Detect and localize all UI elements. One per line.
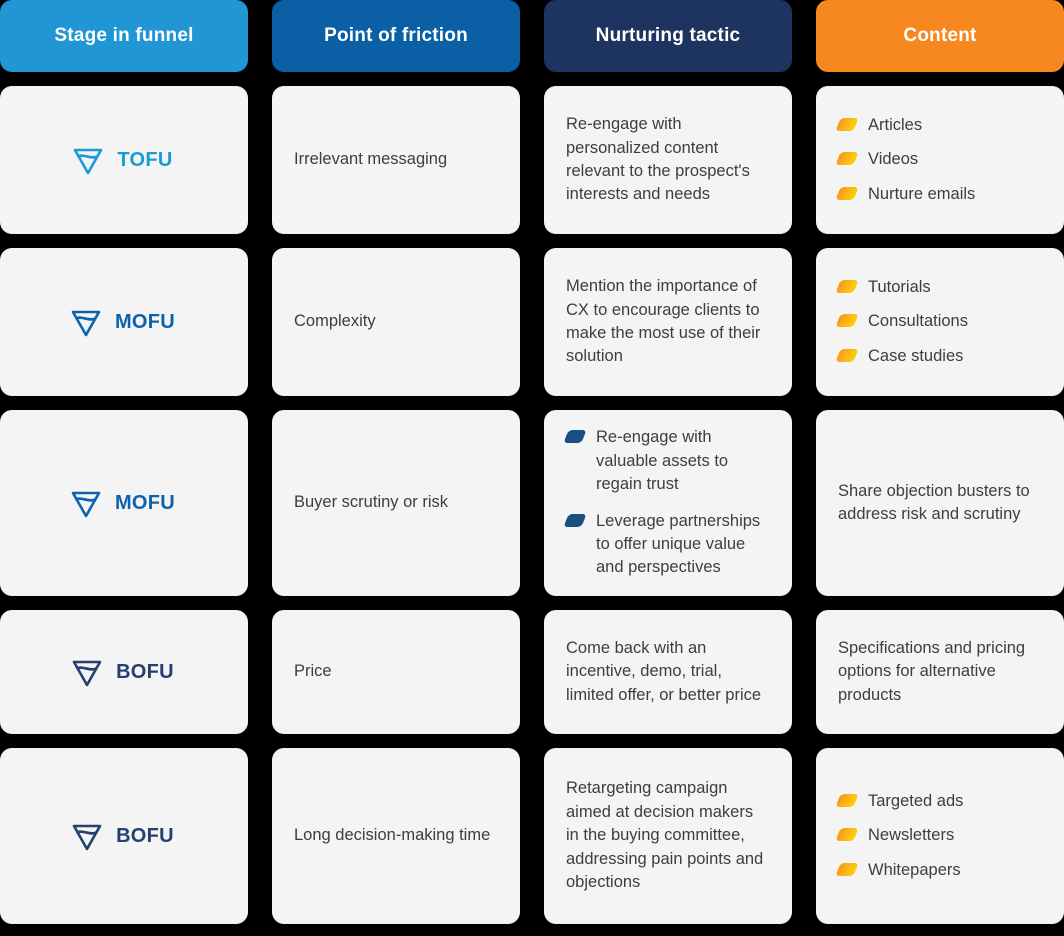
stage-label: MOFU	[114, 310, 176, 333]
table-cell-content: Share objection busters to address risk …	[816, 410, 1064, 596]
list-item: Re-engage with valuable assets to regain…	[563, 426, 770, 496]
orange-leaf-bullet-icon	[835, 793, 859, 807]
content-bullet-list: Tutorials Consultations Case studies	[835, 276, 1042, 368]
list-item-label: Nurture emails	[868, 184, 976, 203]
orange-leaf-bullet-icon	[835, 152, 859, 166]
table-cell-nurturing-tactic: Mention the importance of CX to encourag…	[544, 248, 792, 396]
funnel-wave-path	[75, 497, 97, 502]
list-item-label: Re-engage with valuable assets to regain…	[596, 428, 729, 494]
table-row: BOFU	[0, 610, 248, 734]
funnel-wave-path	[76, 830, 98, 835]
funnel-outline-path	[72, 824, 102, 851]
content-bullet-list: Articles Videos Nurture emails	[835, 114, 1042, 206]
table-cell-point-of-friction: Complexity	[272, 248, 520, 396]
stage-label: TOFU	[117, 148, 173, 171]
table-cell-point-of-friction: Price	[272, 610, 520, 734]
funnel-outline-path	[71, 491, 101, 518]
list-item: Targeted ads	[835, 790, 1042, 813]
list-item-label: Targeted ads	[868, 791, 964, 810]
list-item-label: Case studies	[868, 346, 964, 365]
funnel-icon	[71, 143, 105, 177]
list-item: Nurture emails	[835, 183, 1042, 206]
funnel-icon	[69, 486, 103, 520]
content-text: Share objection busters to address risk …	[838, 481, 1030, 523]
stage-label: BOFU	[116, 660, 174, 683]
list-item: Consultations	[835, 310, 1042, 333]
table-cell-content: Articles Videos Nurture emails	[816, 86, 1064, 234]
list-item: Case studies	[835, 345, 1042, 368]
table-row: MOFU	[0, 410, 248, 596]
list-item-label: Videos	[868, 150, 919, 169]
friction-text: Price	[294, 662, 332, 681]
table-row: BOFU	[0, 748, 248, 924]
table-row: MOFU	[0, 248, 248, 396]
table-cell-nurturing-tactic: Re-engage with valuable assets to regain…	[544, 410, 792, 596]
column-header-label: Stage in funnel	[54, 25, 194, 46]
table-cell-content: Specifications and pricing options for a…	[816, 610, 1064, 734]
column-header-point-of-friction: Point of friction	[272, 0, 520, 72]
blue-leaf-bullet-icon	[563, 513, 587, 527]
list-item: Whitepapers	[835, 859, 1042, 882]
table-cell-point-of-friction: Buyer scrutiny or risk	[272, 410, 520, 596]
column-header-label: Nurturing tactic	[595, 25, 741, 46]
table-cell-content: Targeted ads Newsletters Whitepapers	[816, 748, 1064, 924]
friction-text: Long decision-making time	[294, 826, 491, 845]
tactic-text: Come back with an incentive, demo, trial…	[566, 638, 762, 704]
table-cell-nurturing-tactic: Come back with an incentive, demo, trial…	[544, 610, 792, 734]
orange-leaf-bullet-icon	[835, 348, 859, 362]
list-item: Videos	[835, 148, 1042, 171]
table-cell-point-of-friction: Long decision-making time	[272, 748, 520, 924]
table-cell-point-of-friction: Irrelevant messaging	[272, 86, 520, 234]
funnel-outline-path	[72, 660, 102, 687]
funnel-wave-path	[76, 666, 98, 671]
column-header-nurturing-tactic: Nurturing tactic	[544, 0, 792, 72]
list-item-label: Whitepapers	[868, 860, 961, 879]
funnel-outline-path	[71, 310, 101, 337]
blue-leaf-bullet-icon	[563, 430, 587, 444]
orange-leaf-bullet-icon	[835, 279, 859, 293]
list-item: Tutorials	[835, 276, 1042, 299]
content-text: Specifications and pricing options for a…	[838, 638, 1026, 704]
stage-label: BOFU	[116, 824, 174, 847]
funnel-icon	[69, 305, 103, 339]
funnel-wave-path	[77, 154, 99, 159]
funnel-outline-path	[74, 148, 103, 175]
funnel-icon	[70, 655, 104, 689]
orange-leaf-bullet-icon	[835, 862, 859, 876]
funnel-wave-path	[75, 316, 97, 321]
list-item-label: Leverage partnerships to offer unique va…	[596, 511, 761, 577]
table-row: TOFU	[0, 86, 248, 234]
column-header-stage-in-funnel: Stage in funnel	[0, 0, 248, 72]
list-item: Newsletters	[835, 824, 1042, 847]
list-item: Articles	[835, 114, 1042, 137]
list-item-label: Consultations	[868, 312, 968, 331]
list-item-label: Articles	[868, 115, 923, 134]
tactic-text: Mention the importance of CX to encourag…	[566, 277, 761, 366]
orange-leaf-bullet-icon	[835, 314, 859, 328]
table-cell-nurturing-tactic: Re-engage with personalized content rele…	[544, 86, 792, 234]
content-bullet-list: Targeted ads Newsletters Whitepapers	[835, 790, 1042, 882]
stage-label: MOFU	[114, 491, 176, 514]
tactic-bullet-list: Re-engage with valuable assets to regain…	[563, 426, 770, 580]
funnel-icon	[70, 819, 104, 853]
table-cell-nurturing-tactic: Retargeting campaign aimed at decision m…	[544, 748, 792, 924]
friction-text: Complexity	[294, 312, 376, 331]
orange-leaf-bullet-icon	[835, 117, 859, 131]
orange-leaf-bullet-icon	[835, 828, 859, 842]
column-header-content: Content	[816, 0, 1064, 72]
list-item-label: Tutorials	[868, 277, 931, 296]
list-item: Leverage partnerships to offer unique va…	[563, 510, 770, 580]
list-item-label: Newsletters	[868, 826, 955, 845]
friction-text: Buyer scrutiny or risk	[294, 493, 449, 512]
tactic-text: Retargeting campaign aimed at decision m…	[566, 779, 764, 892]
table-cell-content: Tutorials Consultations Case studies	[816, 248, 1064, 396]
tactic-text: Re-engage with personalized content rele…	[566, 115, 750, 204]
orange-leaf-bullet-icon	[835, 186, 859, 200]
friction-text: Irrelevant messaging	[294, 150, 448, 169]
column-header-label: Content	[903, 25, 977, 46]
column-header-label: Point of friction	[324, 25, 468, 46]
